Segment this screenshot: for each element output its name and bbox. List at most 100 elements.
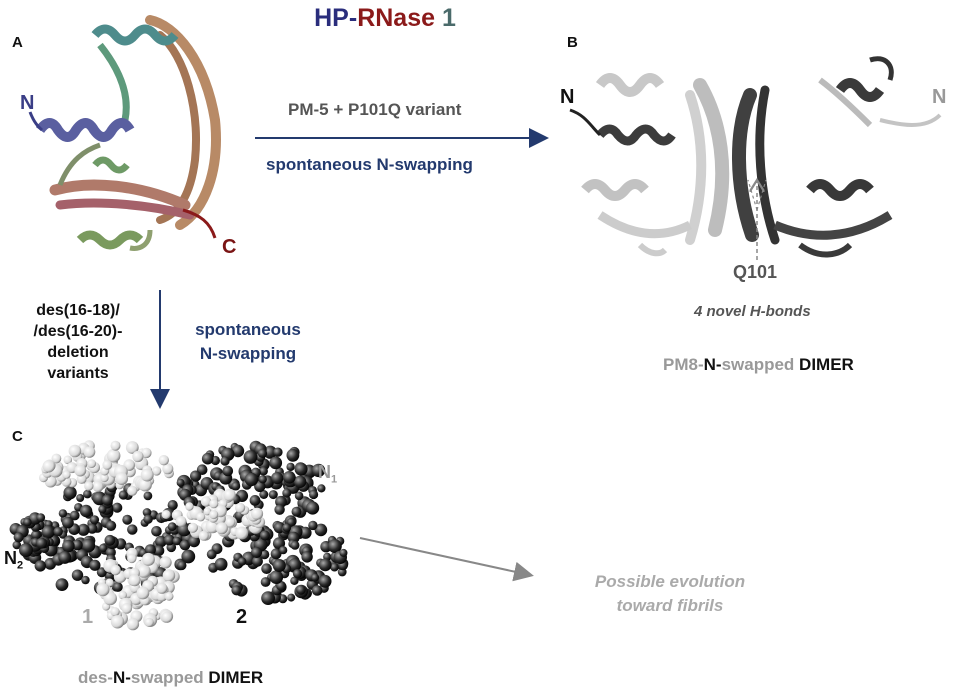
atom-sphere <box>238 557 247 566</box>
panel-c-caption: des-N-swapped DIMER <box>78 668 263 688</box>
atom-sphere <box>89 559 101 571</box>
atom-sphere <box>330 562 339 572</box>
atom-sphere <box>101 494 113 506</box>
atom-sphere <box>110 440 121 451</box>
atom-sphere <box>179 539 191 551</box>
atom-sphere <box>121 603 133 614</box>
atom-sphere <box>309 489 319 500</box>
atom-sphere <box>125 441 139 454</box>
atom-sphere <box>143 514 153 524</box>
atom-sphere <box>63 486 77 500</box>
atom-sphere <box>306 501 320 515</box>
atom-sphere <box>286 448 300 462</box>
atom-sphere <box>317 484 326 493</box>
atom-sphere <box>137 564 151 578</box>
atom-sphere <box>209 499 219 509</box>
atom-sphere <box>158 455 169 466</box>
atom-sphere <box>167 500 178 511</box>
n2-letter: N <box>4 548 17 568</box>
atom-sphere <box>62 470 71 479</box>
atom-sphere <box>161 510 171 519</box>
panel-b-n-left: N <box>560 86 575 108</box>
atom-sphere <box>220 456 230 466</box>
title-part-number: 1 <box>435 4 456 32</box>
atom-sphere <box>19 543 33 558</box>
atom-sphere <box>231 585 242 596</box>
atom-sphere <box>156 590 168 602</box>
atom-sphere <box>55 578 69 591</box>
atom-sphere <box>249 495 261 506</box>
atom-sphere <box>231 444 245 458</box>
arrow-ab-top-label: PM-5 + P101Q variant <box>288 100 462 119</box>
atom-sphere <box>98 505 107 514</box>
atom-sphere <box>201 452 214 465</box>
atom-sphere <box>110 615 125 629</box>
swapping-line: N-swapping <box>199 344 297 363</box>
atom-sphere <box>142 508 152 517</box>
atom-sphere <box>81 538 96 553</box>
atom-sphere <box>127 485 138 496</box>
atom-sphere <box>250 507 264 520</box>
atom-sphere <box>127 524 138 535</box>
atom-sphere <box>42 460 55 473</box>
atom-sphere <box>151 466 162 476</box>
evolution-label: Possible evolution toward fibrils <box>555 570 785 618</box>
atom-sphere <box>188 535 201 548</box>
atom-sphere <box>81 575 90 585</box>
panel-c-n2-label: N2 <box>4 548 23 572</box>
atom-sphere <box>105 578 114 587</box>
atom-sphere <box>71 539 83 551</box>
atom-sphere <box>259 549 270 560</box>
atom-sphere <box>76 494 85 502</box>
atom-sphere <box>58 509 68 518</box>
atom-sphere <box>254 480 266 492</box>
atom-sphere <box>260 577 271 587</box>
atom-sphere <box>31 529 41 540</box>
atom-sphere <box>84 481 94 491</box>
subunit-2-label: 2 <box>236 606 248 628</box>
atom-sphere <box>311 573 320 582</box>
caption-b-part4: DIMER <box>799 355 854 374</box>
atom-sphere <box>36 513 46 522</box>
atom-sphere <box>126 617 140 631</box>
atom-sphere <box>92 481 104 492</box>
atom-sphere <box>172 536 182 546</box>
q101-dashed-arrows <box>747 180 767 260</box>
atom-sphere <box>318 574 332 588</box>
atom-sphere <box>99 543 108 553</box>
deletion-line: des(16-18)/ <box>36 302 120 319</box>
vertical-swapping-label: spontaneous N-swapping <box>178 318 318 366</box>
atom-sphere <box>34 560 46 572</box>
caption-c-part4: DIMER <box>208 668 264 687</box>
atom-sphere <box>301 551 313 563</box>
atom-sphere <box>294 491 304 501</box>
atom-sphere <box>144 617 154 628</box>
atom-sphere <box>112 502 123 513</box>
atom-sphere <box>102 460 113 470</box>
atom-sphere <box>141 552 155 566</box>
atom-sphere <box>76 473 87 484</box>
deletion-variants-label: des(16-18)/ /des(16-20)- deletion varian… <box>18 300 138 384</box>
atom-sphere <box>167 522 177 531</box>
atom-sphere <box>62 516 74 529</box>
atom-sphere <box>141 447 152 459</box>
atom-sphere <box>100 473 109 483</box>
atom-sphere <box>244 472 259 487</box>
subunit-1-label: 1 <box>82 606 94 628</box>
atom-sphere <box>269 456 283 470</box>
atom-sphere <box>200 496 212 507</box>
atom-sphere <box>288 558 302 572</box>
atom-sphere <box>36 537 47 549</box>
panel-letter-b: B <box>567 34 578 51</box>
panel-c-n1-label: N1 <box>318 462 337 486</box>
title-part-hp: HP- <box>314 4 358 32</box>
atom-sphere <box>268 490 278 500</box>
atom-sphere <box>161 611 173 623</box>
deletion-line: /des(16-20)- <box>33 323 123 340</box>
atom-sphere <box>269 570 284 584</box>
atom-sphere <box>144 544 156 556</box>
atom-sphere <box>106 448 121 463</box>
caption-c-part2: N- <box>112 668 131 687</box>
atom-sphere <box>79 504 93 518</box>
